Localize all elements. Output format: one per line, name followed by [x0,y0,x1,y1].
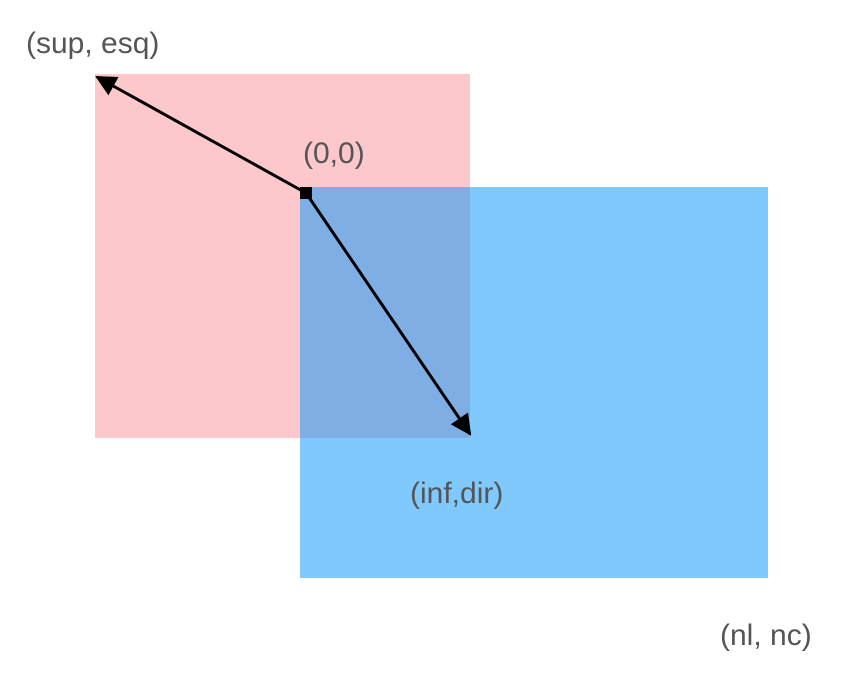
arrow-to-bottom-right [304,192,472,436]
origin-point [300,187,312,199]
label-origin: (0,0) [303,137,365,170]
overlap-region [300,187,470,438]
arrow-to-top-left [95,75,307,195]
label-nl-nc: (nl, nc) [720,619,812,652]
label-sup-esq: (sup, esq) [26,27,159,60]
label-inf-dir: (inf,dir) [410,477,503,510]
